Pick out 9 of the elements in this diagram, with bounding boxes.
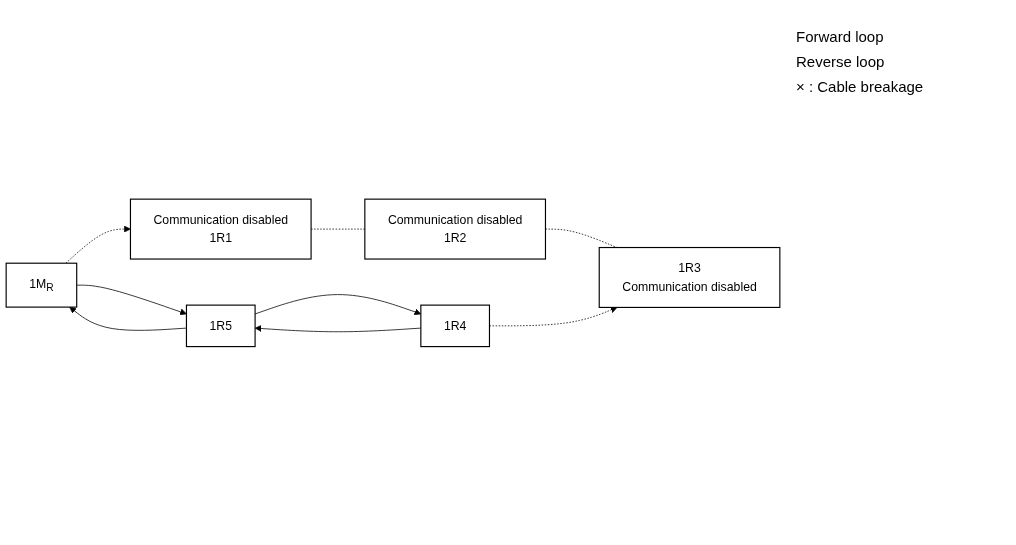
note-label: Forward loop (796, 28, 885, 45)
note-label: Reverse loop (796, 53, 886, 70)
note-label: × : Cable breakage (796, 78, 925, 95)
node-box: 1R4 (420, 304, 491, 347)
node-box: 1M$_{R}$ (5, 262, 78, 308)
node-box: 1R5 (185, 304, 256, 347)
node-box: Communication disabled 1R1 (129, 198, 312, 260)
node-box: 1R3 Communication disabled (598, 246, 781, 308)
node-box: Communication disabled 1R2 (364, 198, 547, 260)
